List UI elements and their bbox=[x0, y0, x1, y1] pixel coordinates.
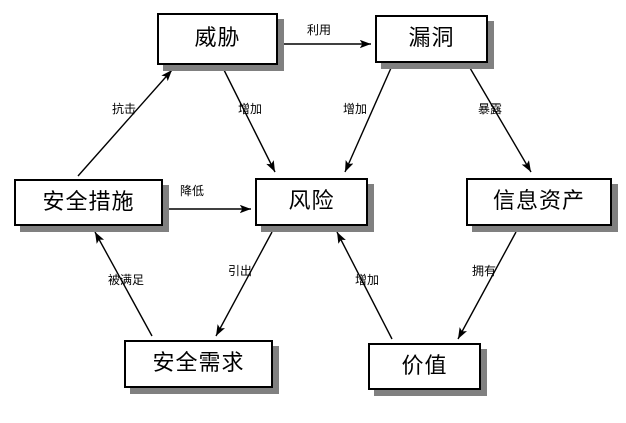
node-label-risk: 风险 bbox=[288, 189, 335, 214]
node-label-security-requirements: 安全需求 bbox=[152, 351, 245, 376]
node-information-assets[interactable]: 信息资产 bbox=[466, 178, 612, 226]
node-label-value: 价值 bbox=[401, 353, 448, 379]
node-security-requirements[interactable]: 安全需求 bbox=[124, 340, 273, 388]
edge-assets-have-value bbox=[457, 231, 517, 340]
node-security-measures[interactable]: 安全措施 bbox=[14, 179, 163, 226]
edge-label-increases-vulnerability-risk: 增加 bbox=[343, 102, 368, 116]
node-value[interactable]: 价值 bbox=[368, 343, 481, 390]
edge-label-exploits: 利用 bbox=[307, 23, 332, 37]
node-label-threat: 威胁 bbox=[194, 26, 241, 51]
edge-measures-counters-threat bbox=[77, 69, 173, 177]
edge-label-reduces: 降低 bbox=[180, 184, 205, 198]
edge-label-exposes: 暴露 bbox=[478, 102, 503, 116]
edge-vulnerability-increases-risk bbox=[344, 67, 392, 173]
edge-label-has: 拥有 bbox=[472, 264, 497, 278]
edge-label-increases-value-risk: 增加 bbox=[355, 273, 380, 287]
node-label-vulnerability: 漏洞 bbox=[408, 26, 455, 51]
edge-label-derives: 引出 bbox=[228, 264, 253, 278]
edge-risk-derives-requirements bbox=[215, 231, 273, 337]
node-label-security-measures: 安全措施 bbox=[42, 189, 135, 215]
edge-value-increases-risk bbox=[336, 231, 393, 340]
edge-label-increases-threat-risk: 增加 bbox=[238, 102, 263, 116]
node-vulnerability[interactable]: 漏洞 bbox=[375, 15, 488, 63]
node-risk[interactable]: 风险 bbox=[255, 178, 368, 226]
edge-threat-increases-risk bbox=[223, 69, 276, 173]
edge-requirements-satisfied-measures bbox=[94, 231, 153, 337]
node-threat[interactable]: 威胁 bbox=[157, 13, 278, 65]
node-label-information-assets: 信息资产 bbox=[492, 189, 585, 214]
edge-vulnerability-exposes-assets bbox=[469, 67, 532, 173]
edge-label-is-satisfied-by: 被满足 bbox=[108, 273, 145, 287]
edge-label-counteracts: 抗击 bbox=[112, 102, 137, 116]
